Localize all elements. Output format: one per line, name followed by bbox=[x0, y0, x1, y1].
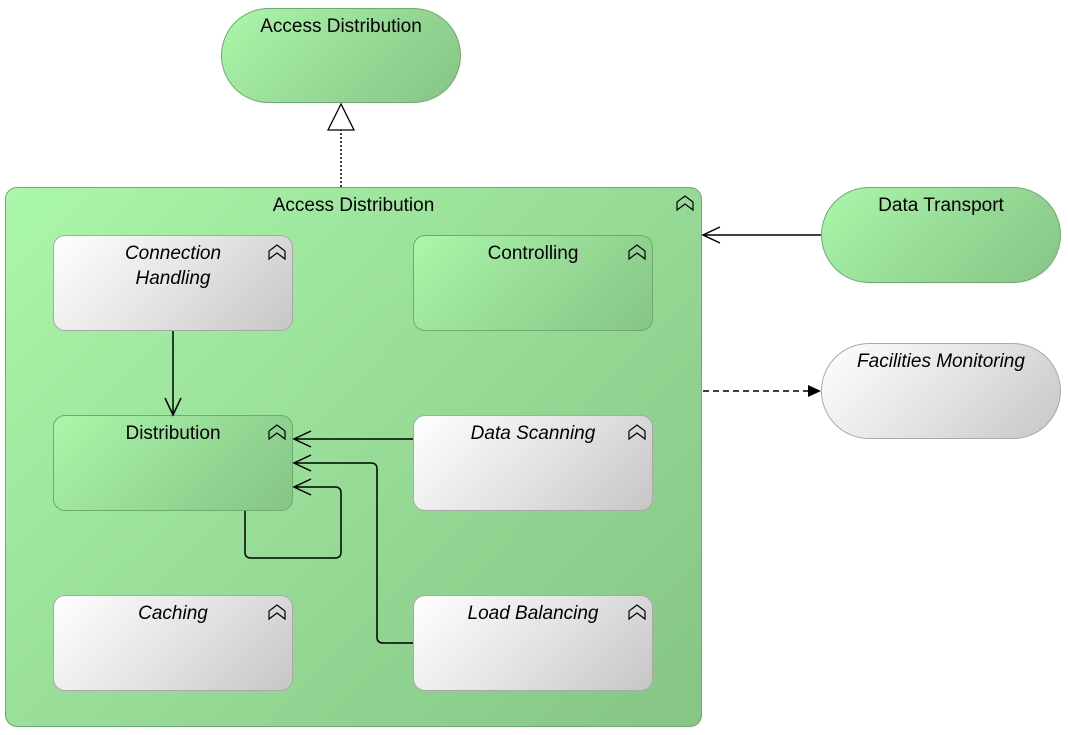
facilities-monitoring-service[interactable]: Facilities Monitoring bbox=[821, 343, 1061, 439]
caching-label: Caching bbox=[138, 603, 208, 624]
serving-connector-connection-handling[interactable] bbox=[164, 331, 182, 417]
serving-connector-self-loop[interactable] bbox=[244, 478, 342, 559]
data-transport-service[interactable]: Data Transport bbox=[821, 187, 1061, 283]
access-distribution-function-label: Access Distribution bbox=[272, 195, 435, 216]
facilities-monitoring-label: Facilities Monitoring bbox=[857, 351, 1025, 372]
flow-connector-facilities-monitoring[interactable] bbox=[703, 385, 821, 397]
access-distribution-service[interactable]: Access Distribution bbox=[221, 8, 461, 103]
function-icon bbox=[628, 244, 646, 261]
load-balancing-function[interactable]: Load Balancing bbox=[413, 595, 653, 691]
controlling-label: Controlling bbox=[487, 243, 579, 264]
function-icon bbox=[628, 424, 646, 441]
realization-connector[interactable] bbox=[326, 102, 356, 187]
distribution-label: Distribution bbox=[125, 423, 221, 444]
data-transport-label: Data Transport bbox=[878, 195, 1004, 216]
data-scanning-function[interactable]: Data Scanning bbox=[413, 415, 653, 511]
access-distribution-service-label: Access Distribution bbox=[260, 16, 422, 37]
distribution-function[interactable]: Distribution bbox=[53, 415, 293, 511]
function-icon bbox=[268, 424, 286, 441]
connection-handling-label-line1: Connection bbox=[124, 243, 222, 264]
serving-connector-load-balancing[interactable] bbox=[292, 454, 413, 644]
controlling-function[interactable]: Controlling bbox=[413, 235, 653, 331]
caching-function[interactable]: Caching bbox=[53, 595, 293, 691]
serving-connector-data-scanning[interactable] bbox=[292, 430, 413, 448]
connection-handling-label-line2: Handling bbox=[135, 268, 211, 289]
function-icon bbox=[268, 604, 286, 621]
data-scanning-label: Data Scanning bbox=[470, 423, 596, 444]
connection-handling-function[interactable]: Connection Handling bbox=[53, 235, 293, 331]
load-balancing-label: Load Balancing bbox=[467, 603, 599, 624]
function-icon bbox=[676, 195, 694, 212]
function-icon bbox=[628, 604, 646, 621]
serving-connector-data-transport[interactable] bbox=[701, 226, 821, 244]
function-icon bbox=[268, 244, 286, 261]
